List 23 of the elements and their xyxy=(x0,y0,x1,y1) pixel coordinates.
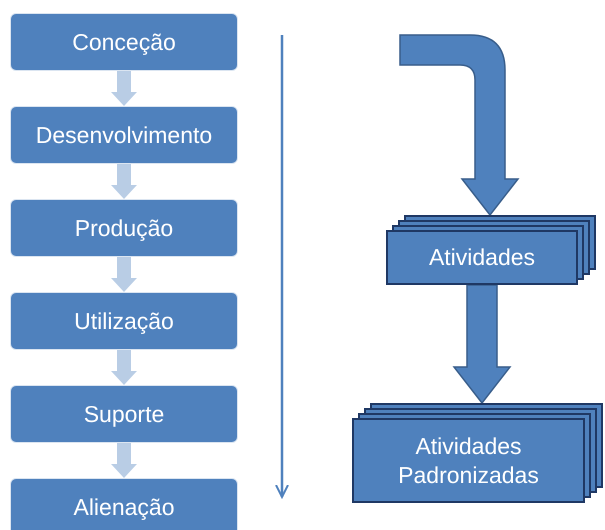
box-label: Utilização xyxy=(73,306,175,336)
box-label: Alienação xyxy=(72,492,176,522)
block-arrow xyxy=(111,164,137,199)
card-stack xyxy=(352,403,603,503)
box-label: Desenvolvimento xyxy=(34,120,214,150)
box-label: Atividades Padronizadas xyxy=(397,432,540,490)
process-box xyxy=(10,106,238,164)
process-box xyxy=(10,13,238,71)
block-arrow xyxy=(399,34,519,216)
block-arrow xyxy=(111,257,137,292)
card-stack xyxy=(386,215,596,285)
box-label: Atividades xyxy=(428,243,536,272)
box-label: Produção xyxy=(74,214,174,242)
block-arrow xyxy=(111,71,137,106)
block-arrow xyxy=(452,284,512,404)
process-box xyxy=(10,199,238,257)
process-box xyxy=(10,478,238,530)
block-arrow xyxy=(111,350,137,385)
process-box xyxy=(10,292,238,350)
process-box xyxy=(10,385,238,443)
box-label: Conceção xyxy=(71,28,177,56)
box-label: Suporte xyxy=(82,400,166,428)
block-arrow xyxy=(111,443,137,478)
